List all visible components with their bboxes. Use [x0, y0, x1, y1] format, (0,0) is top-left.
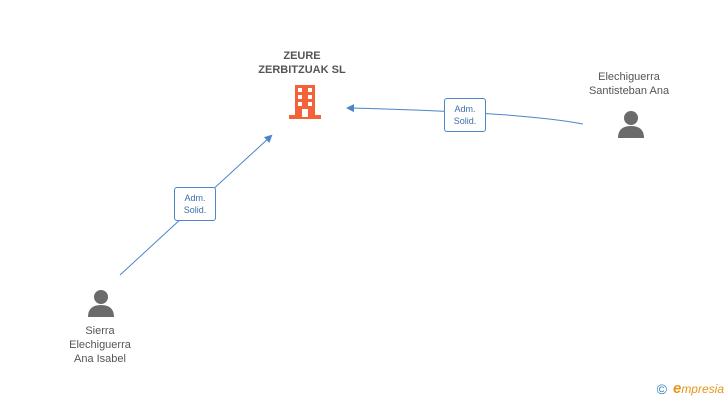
edge-label-line1: Adm. — [184, 193, 206, 203]
edge-label-line2: Solid. — [453, 116, 477, 126]
person-name-line: Elechiguerra — [69, 339, 131, 351]
edge-top-line — [346, 104, 584, 125]
edge-label-line2: Solid. — [183, 205, 207, 215]
company-name-line1: ZEURE — [283, 50, 321, 62]
company-name-line2: ZERBITZUAK SL — [258, 64, 346, 76]
company-name[interactable]: ZEURE ZERBITZUAK SL — [232, 49, 372, 77]
empresia-watermark: © empresia — [657, 380, 724, 397]
edge-label-top[interactable]: Adm. Solid. — [444, 98, 486, 132]
building-icon[interactable] — [289, 85, 321, 124]
person-name-left[interactable]: Sierra Elechiguerra Ana Isabel — [40, 324, 160, 366]
edge-label-left[interactable]: Adm. Solid. — [174, 187, 216, 221]
person-name-line: Santisteban Ana — [588, 85, 670, 97]
person-name-right[interactable]: Elechiguerra Santisteban Ana — [564, 70, 694, 98]
brand-logo: empresia — [673, 380, 724, 397]
person-icon[interactable] — [617, 110, 645, 143]
brand-initial: e — [672, 380, 682, 397]
person-icon[interactable] — [87, 289, 115, 322]
person-name-line: Ana Isabel — [74, 353, 126, 365]
edge-label-line1: Adm. — [454, 104, 476, 114]
brand-text: mpresia — [681, 382, 724, 396]
copyright-icon: © — [656, 380, 667, 397]
person-name-line: Sierra — [85, 325, 115, 337]
person-name-line: Elechiguerra — [598, 71, 660, 83]
